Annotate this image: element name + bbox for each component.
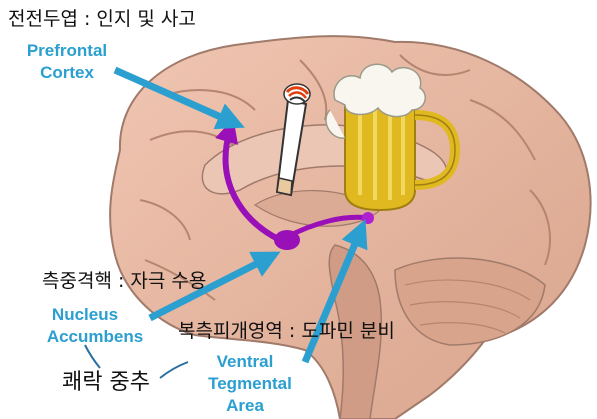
vta-korean-label: 복측피개영역 : 도파민 분비	[178, 322, 395, 341]
ventral-tegmental-marker	[362, 212, 374, 224]
pfc-english-label-line2: Cortex	[8, 64, 126, 81]
vta-english-label-line2: Tegmental	[195, 375, 305, 392]
nac-english-label-line2: Accumbens	[25, 328, 165, 345]
nac-english-label-line1: Nucleus	[25, 306, 145, 323]
vta-english-label-line1: Ventral	[200, 353, 290, 370]
vta-english-label-line3: Area	[200, 397, 290, 414]
nac-korean-label: 측중격핵 : 자극 수용	[42, 272, 206, 291]
reward-center-label: 쾌락 중추	[62, 372, 150, 394]
pfc-english-label-line1: Prefrontal	[8, 42, 126, 59]
nucleus-accumbens-marker	[274, 230, 300, 250]
pfc-korean-label: 전전두엽 : 인지 및 사고	[8, 10, 196, 29]
